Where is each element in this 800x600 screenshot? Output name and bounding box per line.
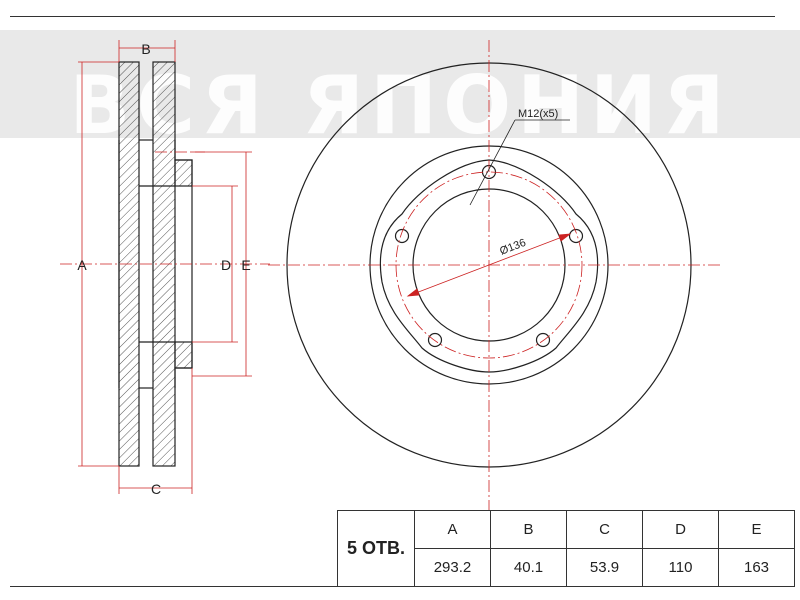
label-b: B bbox=[141, 41, 150, 57]
value-d: 110 bbox=[642, 548, 719, 587]
label-bolt-spec: M12(x5) bbox=[518, 108, 558, 120]
label-pcd: Ø136 bbox=[498, 237, 527, 258]
pcd-dimension bbox=[406, 233, 572, 297]
bolt-hole-4 bbox=[427, 332, 443, 348]
dimension-e bbox=[192, 151, 252, 377]
spec-table: 5 ОТВ. A B C D E 293.2 40.1 53.9 110 163 bbox=[337, 510, 795, 587]
dimension-a bbox=[78, 61, 119, 467]
label-c: C bbox=[151, 481, 161, 497]
header-e: E bbox=[718, 510, 795, 549]
value-c: 53.9 bbox=[566, 548, 643, 587]
dimension-d bbox=[192, 185, 238, 343]
dimension-b bbox=[118, 40, 176, 62]
dimension-c bbox=[118, 368, 193, 494]
bolt-hole-2 bbox=[568, 228, 584, 244]
header-b: B bbox=[490, 510, 567, 549]
bolt-hole-3 bbox=[535, 332, 551, 348]
front-centerlines bbox=[268, 40, 722, 525]
bolt-leader bbox=[469, 119, 570, 206]
header-a: A bbox=[414, 510, 491, 549]
table-values-row: 293.2 40.1 53.9 110 163 bbox=[338, 548, 795, 587]
label-d: D bbox=[221, 257, 231, 273]
header-c: C bbox=[566, 510, 643, 549]
label-e: E bbox=[241, 257, 250, 273]
bolt-hole-5 bbox=[394, 228, 410, 244]
hub-flange-top bbox=[174, 159, 193, 187]
value-e: 163 bbox=[718, 548, 795, 587]
watermark-text: ВСЯ ЯПОНИЯ bbox=[69, 59, 731, 152]
label-a: A bbox=[77, 257, 87, 273]
hub-flange-bottom bbox=[174, 341, 193, 369]
bottom-border-line bbox=[10, 586, 775, 587]
table-header-row: 5 ОТВ. A B C D E bbox=[337, 510, 795, 587]
header-d: D bbox=[642, 510, 719, 549]
value-a: 293.2 bbox=[414, 548, 491, 587]
pcd-circle bbox=[395, 171, 583, 359]
value-b: 40.1 bbox=[490, 548, 567, 587]
top-border-line bbox=[10, 16, 775, 17]
holes-count-cell: 5 ОТВ. bbox=[337, 510, 415, 587]
